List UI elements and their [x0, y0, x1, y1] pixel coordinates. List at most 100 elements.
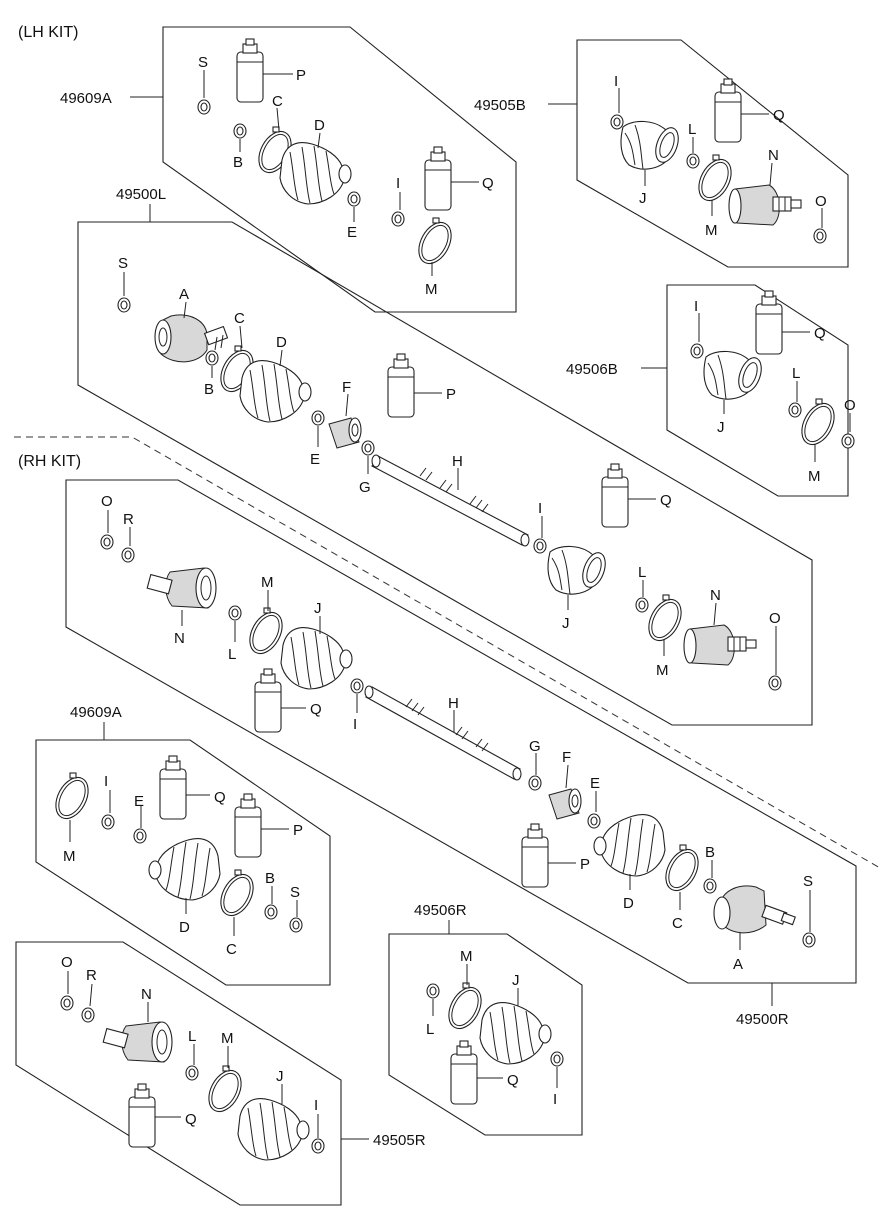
callout-m: M	[221, 1030, 234, 1047]
callout-f: F	[342, 379, 351, 396]
callout-l: L	[228, 646, 236, 663]
callout-m: M	[460, 948, 473, 965]
callout-p: P	[446, 386, 456, 403]
callout-o: O	[769, 610, 781, 627]
panel-49609a-rh: 49609A M I Q E P D C B S	[35, 704, 331, 986]
callout-j: J	[562, 615, 570, 632]
callout-d: D	[276, 334, 287, 351]
shaft-h-lh	[371, 454, 530, 547]
callout-s: S	[198, 54, 208, 71]
callout-c: C	[234, 310, 245, 327]
callout-d: D	[314, 117, 325, 134]
panel-49506b: 49506B I J Q L M O	[566, 284, 856, 497]
callout-b: B	[233, 154, 243, 171]
callout-j: J	[314, 600, 322, 617]
panel-49506r: 49506R L M J Q I	[388, 902, 583, 1136]
callout-q: Q	[660, 492, 672, 509]
callout-i: I	[538, 500, 542, 517]
label-49505r: 49505R	[373, 1132, 426, 1149]
callout-n: N	[710, 587, 721, 604]
label-49500r: 49500R	[736, 1011, 789, 1028]
callout-b: B	[265, 870, 275, 887]
panel-49505b: 49505B I J Q L M N O	[474, 39, 849, 268]
callout-m: M	[656, 662, 669, 679]
lh-kit-heading: (LH KIT)	[18, 24, 78, 41]
callout-j: J	[717, 419, 725, 436]
callout-l: L	[188, 1028, 196, 1045]
callout-o: O	[815, 193, 827, 210]
callout-j: J	[276, 1068, 284, 1085]
callout-r: R	[86, 967, 97, 984]
callout-l: L	[638, 564, 646, 581]
label-49609a-lh: 49609A	[60, 90, 112, 107]
panel-49609a-lh: 49609A S P B C D E Q I M	[60, 26, 517, 313]
callout-c: C	[672, 915, 683, 932]
callout-i: I	[694, 298, 698, 315]
panel-49500l: 49500L S A B C D E F G P	[77, 186, 813, 726]
callout-e: E	[310, 451, 320, 468]
callout-m: M	[425, 281, 438, 298]
callout-c: C	[272, 93, 283, 110]
callout-i: I	[396, 175, 400, 192]
callout-d: D	[179, 919, 190, 936]
label-49505b: 49505B	[474, 97, 526, 114]
label-49506b: 49506B	[566, 361, 618, 378]
callout-g: G	[529, 738, 541, 755]
callout-i: I	[314, 1097, 318, 1114]
callout-s: S	[118, 255, 128, 272]
shaft-h-rh	[364, 685, 522, 781]
callout-e: E	[347, 224, 357, 241]
callout-c: C	[226, 941, 237, 958]
callout-a: A	[179, 286, 189, 303]
callout-q: Q	[214, 789, 226, 806]
callout-q: Q	[814, 325, 826, 342]
callout-l: L	[792, 365, 800, 382]
callout-o: O	[61, 954, 73, 971]
callout-f: F	[562, 749, 571, 766]
callout-j: J	[512, 972, 520, 989]
rh-kit-heading: (RH KIT)	[18, 453, 81, 470]
callout-q: Q	[482, 175, 494, 192]
callout-a: A	[733, 956, 743, 973]
callout-l: L	[688, 121, 696, 138]
callout-r: R	[123, 511, 134, 528]
panel-49500r: 49500R O R N L M J Q I	[65, 479, 857, 1028]
callout-g: G	[359, 479, 371, 496]
callout-q: Q	[185, 1111, 197, 1128]
callout-j: J	[639, 190, 647, 207]
callout-i: I	[614, 73, 618, 90]
label-49500l: 49500L	[116, 186, 166, 203]
callout-o: O	[101, 493, 113, 510]
callout-p: P	[296, 67, 306, 84]
callout-s: S	[290, 884, 300, 901]
callout-q: Q	[507, 1072, 519, 1089]
callout-h: H	[452, 453, 463, 470]
callout-h: H	[448, 695, 459, 712]
callout-i: I	[353, 716, 357, 733]
callout-n: N	[141, 986, 152, 1003]
callout-n: N	[768, 147, 779, 164]
callout-q: Q	[310, 701, 322, 718]
callout-b: B	[204, 381, 214, 398]
lh-rh-divider	[14, 436, 881, 869]
callout-n: N	[174, 630, 185, 647]
callout-m: M	[261, 574, 274, 591]
panel-49505r: 49505R O R N L M Q J I	[15, 941, 426, 1206]
callout-b: B	[705, 844, 715, 861]
label-49609a-rh: 49609A	[70, 704, 122, 721]
label-49506r: 49506R	[414, 902, 467, 919]
callout-e: E	[134, 793, 144, 810]
callout-d: D	[623, 895, 634, 912]
callout-m: M	[63, 848, 76, 865]
callout-i: I	[104, 773, 108, 790]
callout-p: P	[293, 822, 303, 839]
callout-l: L	[426, 1021, 434, 1038]
callout-q: Q	[773, 107, 785, 124]
callout-p: P	[580, 856, 590, 873]
callout-o: O	[844, 397, 856, 414]
callout-m: M	[808, 468, 821, 485]
callout-e: E	[590, 775, 600, 792]
callout-s: S	[803, 873, 813, 890]
callout-m: M	[705, 222, 718, 239]
